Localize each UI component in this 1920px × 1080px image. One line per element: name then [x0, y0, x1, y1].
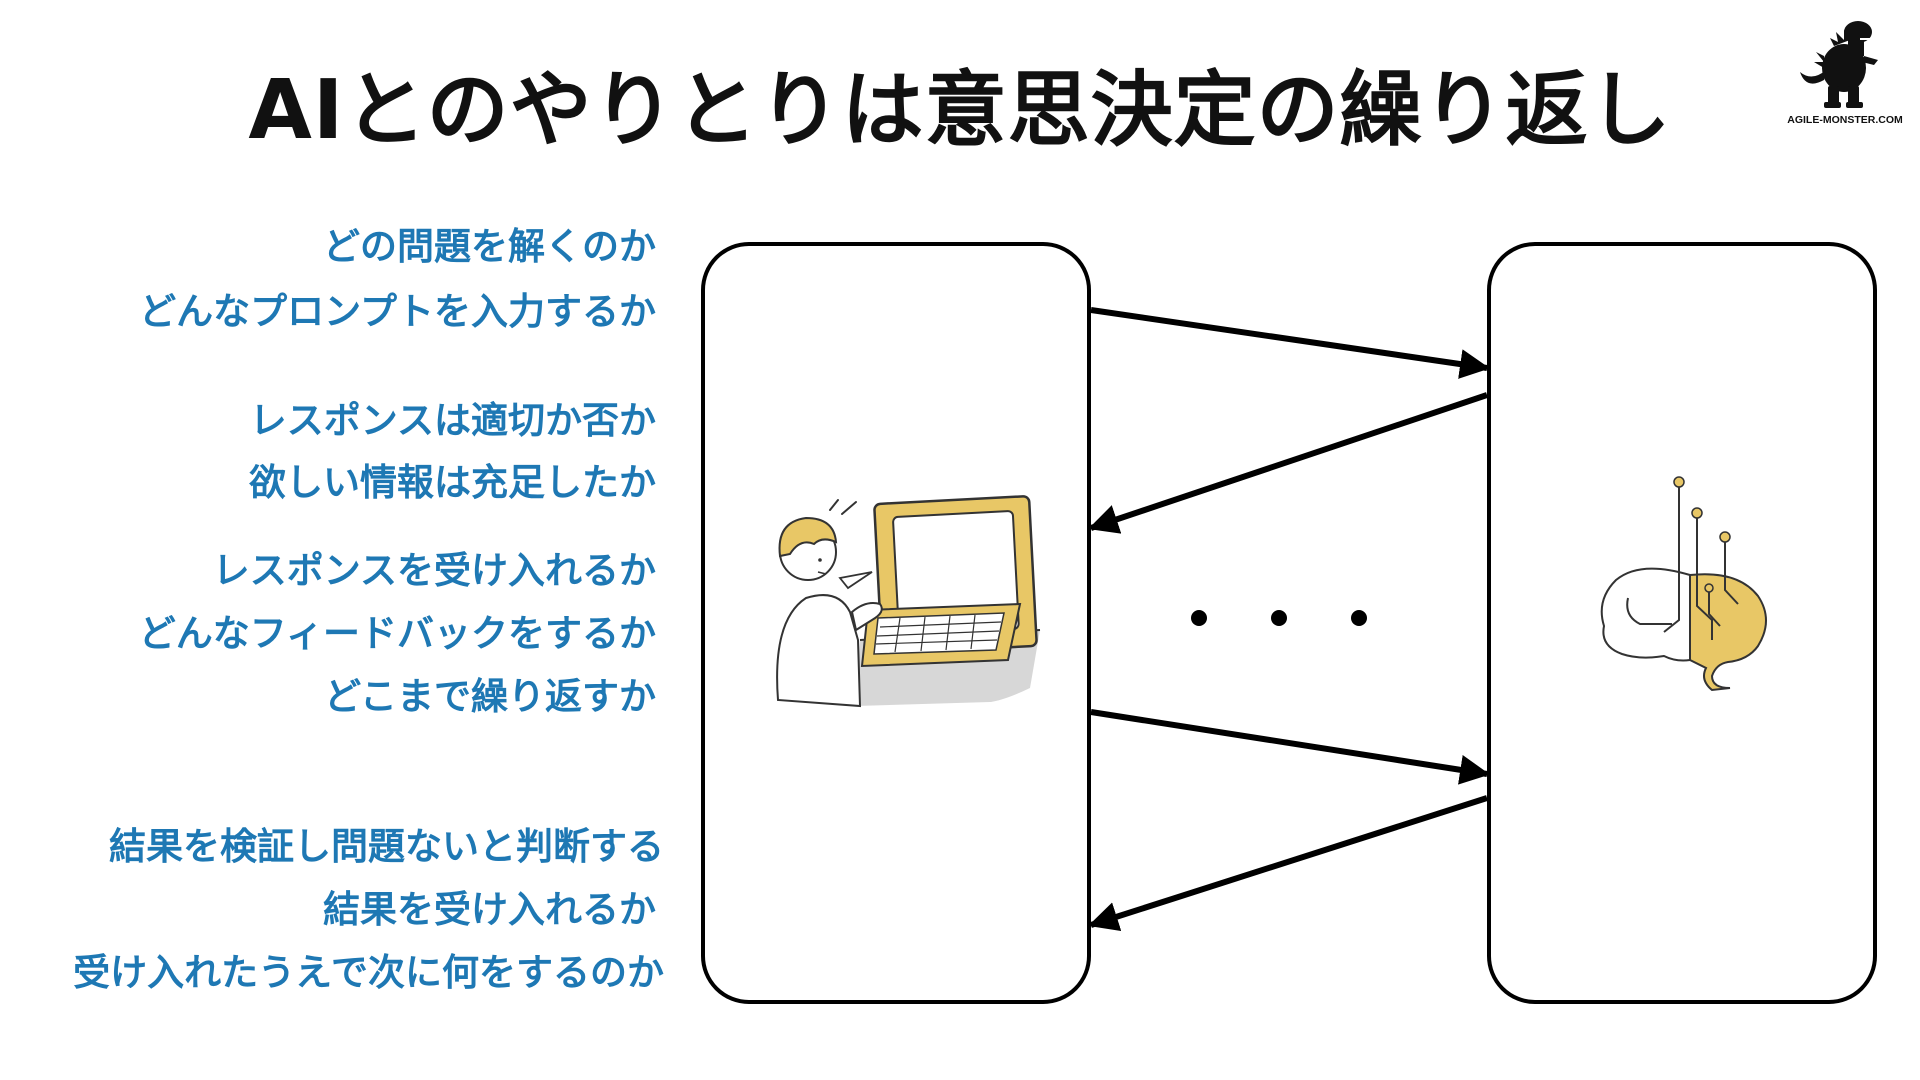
question-line: 結果を受け入れるか: [323, 888, 656, 931]
question-line: どの問題を解くのか: [323, 225, 656, 268]
arrow-to-ai: [1090, 307, 1490, 379]
arrow-to-user: [1088, 795, 1488, 932]
question-line: レスポンスは適切か否か: [249, 399, 656, 442]
question-line: 欲しい情報は充足したか: [249, 461, 656, 504]
ellipsis-icon: [1191, 610, 1367, 626]
question-line: どんなフィードバックをするか: [138, 612, 656, 655]
page-title: AIとのやりとりは意思決定の繰り返し: [248, 63, 1672, 158]
person-at-laptop-icon: [776, 495, 1041, 708]
monster-icon: [1800, 21, 1878, 108]
question-line: 受け入れたうえで次に何をするのか: [73, 951, 664, 994]
arrow-to-ai: [1090, 709, 1490, 785]
logo: AGILE-MONSTER.COM: [1780, 10, 1910, 128]
ai-brain-circuit-icon: [1600, 476, 1767, 692]
question-line: どんなプロンプトを入力するか: [139, 290, 656, 333]
question-line: 結果を検証し問題ないと判断する: [109, 825, 664, 868]
arrow-to-user: [1088, 392, 1488, 534]
question-line: どこまで繰り返すか: [324, 675, 656, 718]
question-line: レスポンスを受け入れるか: [212, 549, 656, 592]
logo-text: AGILE-MONSTER.COM: [1787, 114, 1903, 126]
